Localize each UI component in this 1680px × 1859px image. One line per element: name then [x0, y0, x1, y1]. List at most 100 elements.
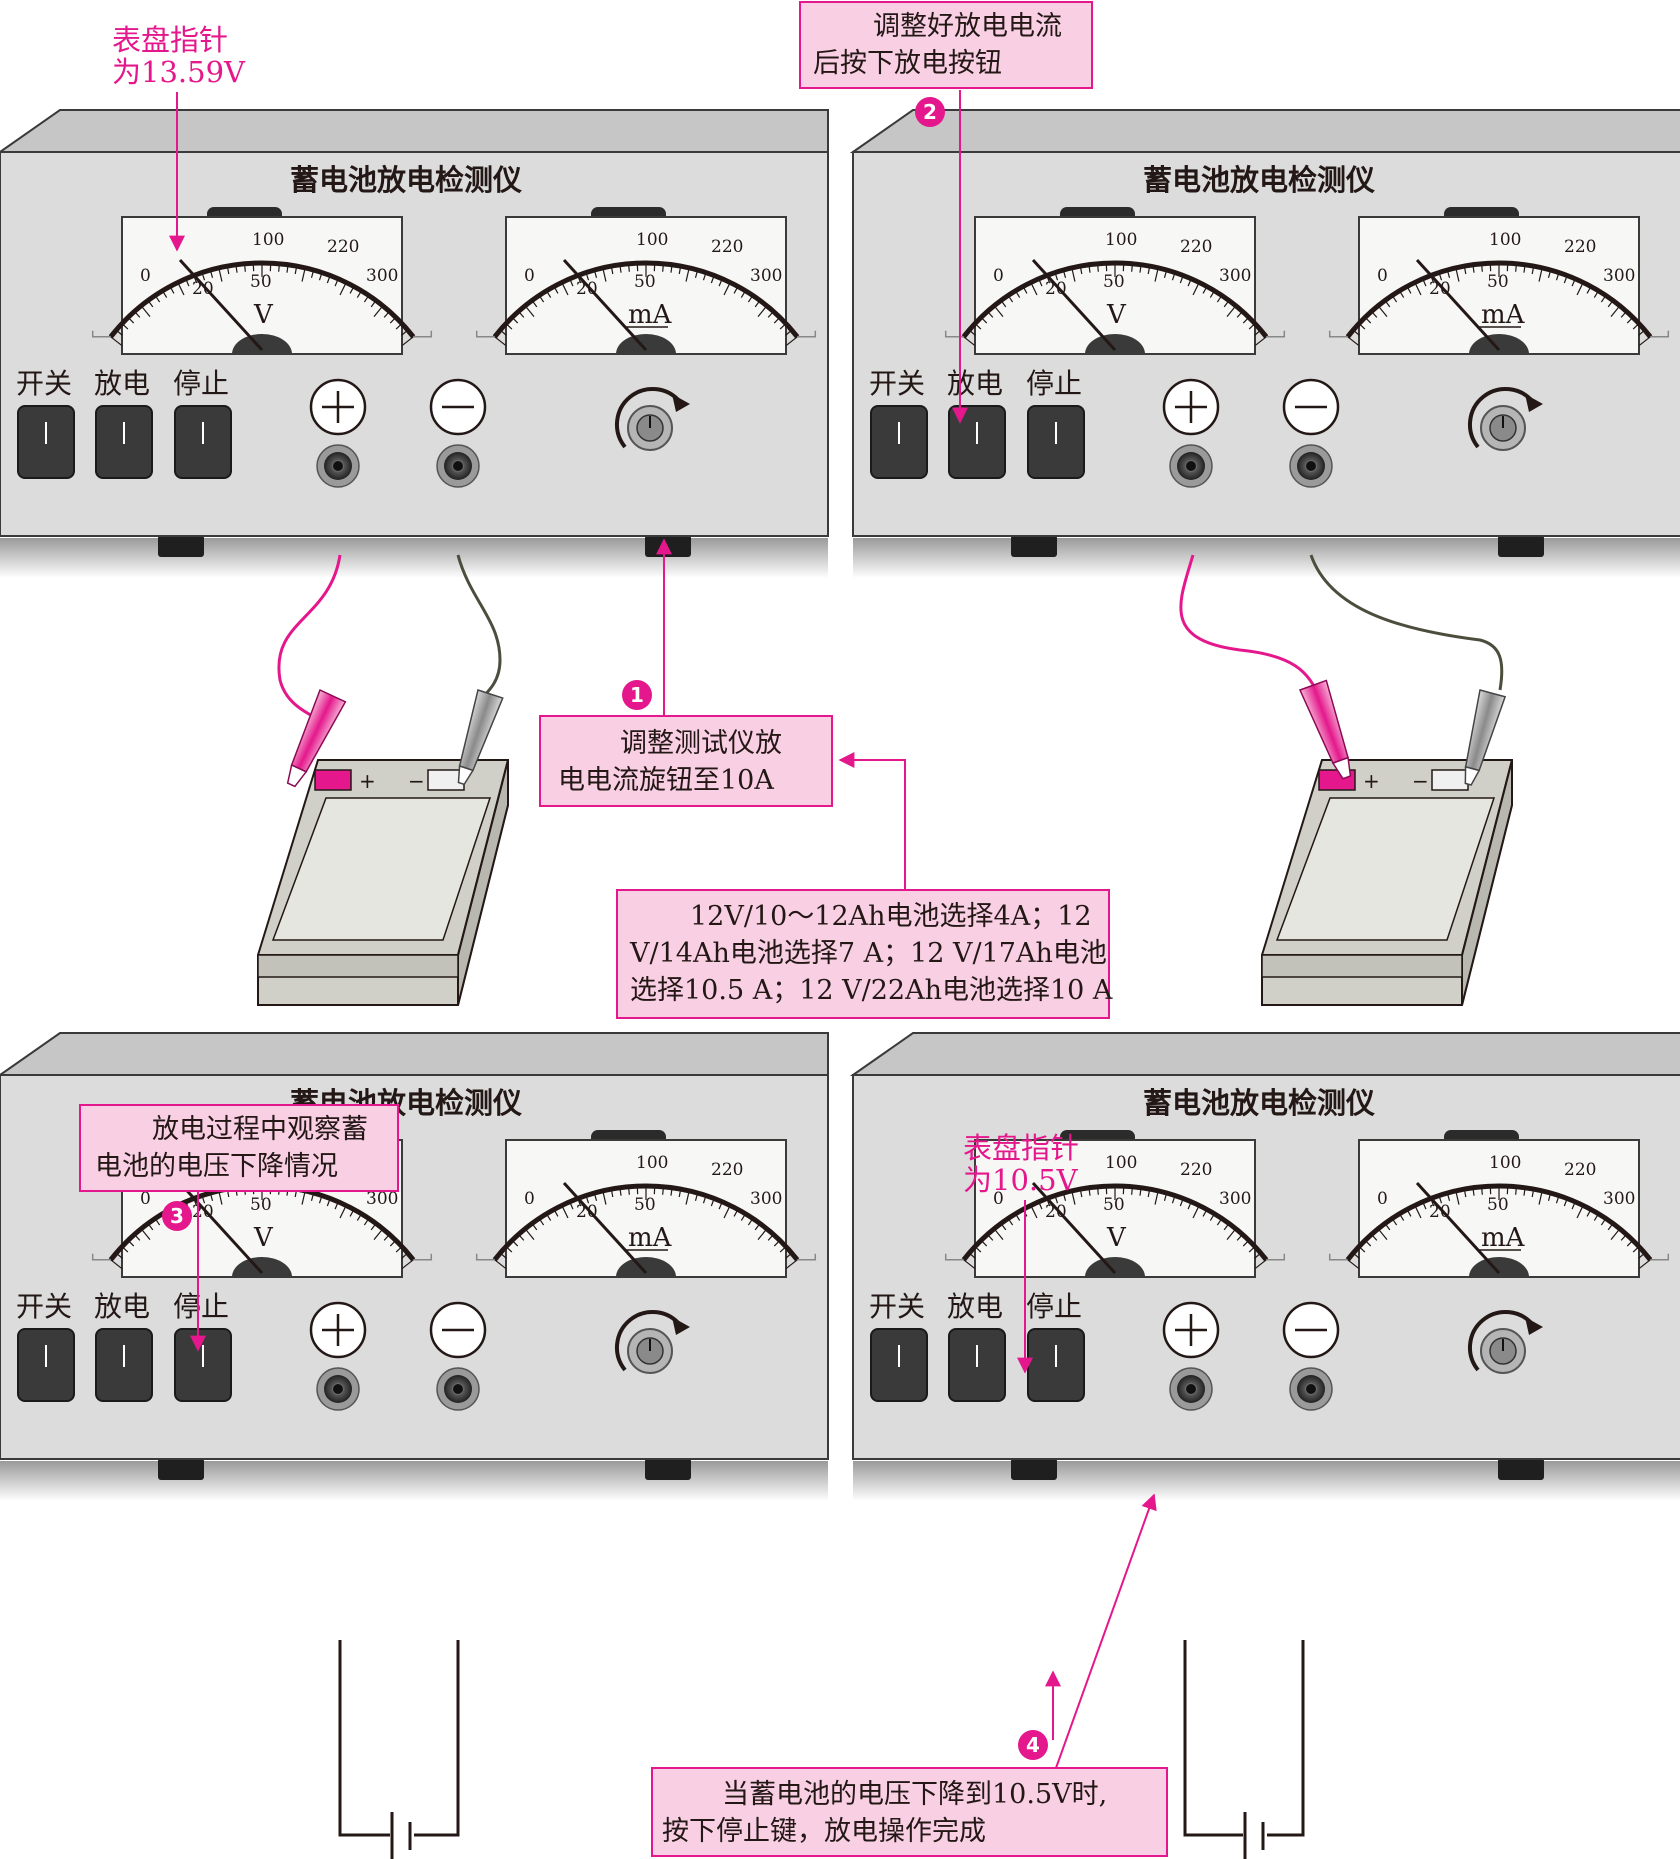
positive-jack[interactable] — [316, 444, 360, 488]
meter-tick — [1202, 286, 1208, 294]
positive-jack[interactable] — [1169, 444, 1213, 488]
button-0[interactable] — [17, 1328, 75, 1402]
meter-tick — [1347, 1259, 1360, 1269]
button-label-1: 放电 — [94, 1290, 150, 1323]
button-2[interactable] — [174, 1328, 232, 1402]
meter-unit: V — [1106, 300, 1127, 330]
meter-tick — [356, 290, 362, 298]
current-knob[interactable] — [614, 1310, 690, 1374]
positive-jack[interactable] — [1169, 1367, 1213, 1411]
button-0[interactable] — [870, 405, 928, 479]
meter-tick — [1226, 1228, 1237, 1241]
positive-jack[interactable] — [316, 1367, 360, 1411]
meter-tick — [301, 1190, 306, 1205]
negative-jack[interactable] — [436, 1367, 480, 1411]
meter-tick — [685, 1190, 690, 1205]
battery-label — [1275, 797, 1496, 941]
meter-tick — [1538, 267, 1543, 282]
meter-scale-label: 300 — [750, 1189, 782, 1209]
button-2[interactable] — [1027, 1328, 1085, 1402]
meter-scale-label: 20 — [576, 1202, 598, 1222]
meter-ledge-left — [1328, 330, 1348, 338]
meter-scale-label: 220 — [711, 237, 743, 257]
meter-tick — [127, 1239, 135, 1247]
meter-tick — [1147, 266, 1151, 275]
meter-tick — [1358, 323, 1366, 330]
meter-needle — [178, 1181, 264, 1275]
button-1[interactable] — [95, 1328, 153, 1402]
meter-tick — [1236, 1234, 1243, 1241]
meter-unit: V — [253, 300, 274, 330]
negative-jack[interactable] — [1289, 444, 1333, 488]
step2-box — [799, 1, 1093, 89]
meter-tick — [140, 1228, 151, 1241]
knob-arc — [1467, 1310, 1535, 1372]
meter-scale-label: 50 — [634, 272, 656, 292]
button-1[interactable] — [948, 1328, 1006, 1402]
meter-tick — [318, 272, 323, 281]
step3-line1: 放电过程中观察蓄 — [152, 1114, 368, 1145]
current-knob[interactable] — [1467, 1310, 1543, 1374]
meter-tick — [1171, 272, 1176, 281]
needle-note-1b: 为13.59V — [112, 55, 246, 89]
meter-tick — [121, 1246, 129, 1253]
step4-badge — [1018, 1730, 1048, 1760]
meter-scale-label: 50 — [1103, 272, 1125, 292]
button-0[interactable] — [17, 405, 75, 479]
meter-tick — [1022, 286, 1028, 294]
meter-tick — [619, 264, 622, 273]
meter-tick — [499, 329, 507, 336]
meter-scale-label: 0 — [993, 1189, 1004, 1209]
meter-unit: V — [1106, 1223, 1127, 1253]
meter-tick — [1015, 290, 1021, 298]
meter-tick — [1209, 290, 1215, 298]
meter-tick — [1352, 329, 1360, 336]
meter-hub — [232, 334, 292, 354]
meter-tick — [747, 1218, 754, 1226]
meter-tick — [1352, 1252, 1360, 1259]
negative-jack[interactable] — [436, 444, 480, 488]
meter-scale-label: 100 — [1105, 1153, 1137, 1173]
meter-tick — [619, 1187, 622, 1196]
meter-tick — [602, 1190, 607, 1205]
button-1[interactable] — [948, 405, 1006, 479]
meter-tick — [773, 316, 781, 324]
foot-left — [1011, 1458, 1057, 1480]
note-line3: 选择10.5 A；12 V/22Ah电池选择10 A — [630, 975, 1113, 1006]
meter-tick — [1054, 1195, 1059, 1204]
step4-line1: 当蓄电池的电压下降到10.5V时, — [722, 1779, 1107, 1810]
button-0[interactable] — [870, 1328, 928, 1402]
button-label-1: 放电 — [947, 1290, 1003, 1323]
meter-ledge-left — [1328, 1253, 1348, 1261]
button-2[interactable] — [174, 405, 232, 479]
current-knob[interactable] — [614, 387, 690, 451]
negative-jack[interactable] — [1289, 1367, 1333, 1411]
meter-tick — [1576, 282, 1584, 296]
button-2[interactable] — [1027, 405, 1085, 479]
meter-tick — [1538, 1190, 1543, 1205]
meter-tick — [1607, 300, 1614, 308]
meter-unit: V — [253, 1223, 274, 1253]
meter-tick — [395, 1246, 403, 1253]
button-1[interactable] — [95, 405, 153, 479]
meter-tick — [585, 1195, 590, 1204]
meter-tick — [294, 266, 298, 275]
battery-plus-label: + — [359, 769, 376, 793]
meter-tick — [610, 1189, 614, 1198]
meter-tick — [370, 300, 377, 308]
meter-tick — [610, 266, 614, 275]
knob-arrow — [672, 394, 690, 412]
meter-tick — [553, 286, 559, 294]
meter-tick — [334, 278, 339, 287]
meter-tick — [1531, 266, 1535, 275]
meter-tick — [1242, 316, 1250, 324]
meter-tick — [326, 275, 331, 284]
current-knob[interactable] — [1467, 387, 1543, 451]
meter-tick — [301, 267, 306, 282]
needle-note-1a: 表盘指针 — [112, 23, 228, 57]
meter-tick — [1600, 295, 1607, 303]
